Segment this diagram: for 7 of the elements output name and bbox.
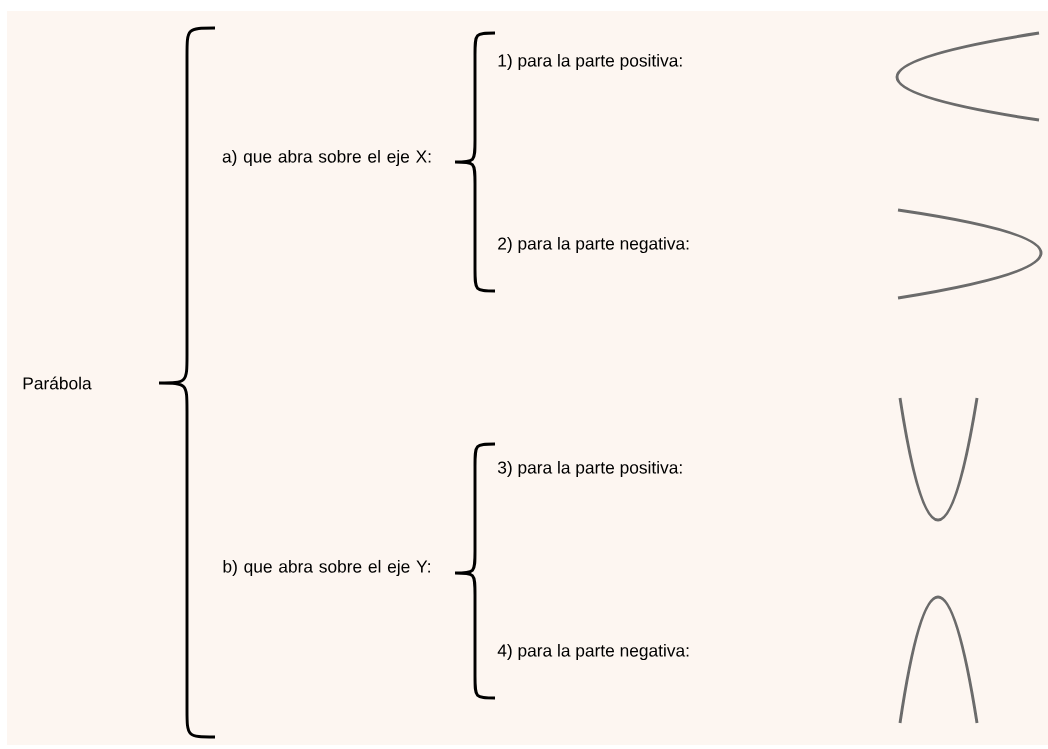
label-text: b) que abra sobre el eje Y:: [223, 559, 430, 577]
label-text: 3) para la parte positiva:: [497, 460, 682, 478]
label-text: a) que abra sobre el eje X:: [222, 149, 431, 167]
label-text: 1) para la parte positiva:: [498, 53, 682, 71]
label-text: Parábola: [23, 376, 92, 390]
label-text: 2) para la parte negativa:: [498, 236, 689, 254]
label-text: 4) para la parte negativa:: [497, 643, 689, 661]
